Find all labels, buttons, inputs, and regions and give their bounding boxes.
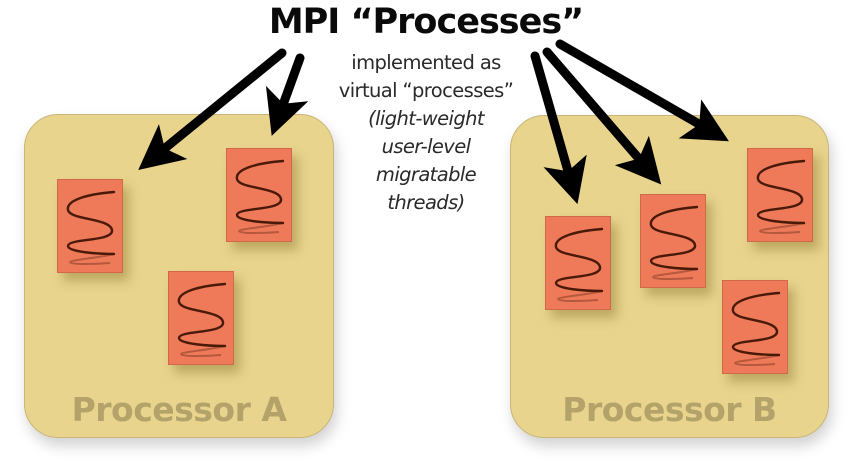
thread-a3 xyxy=(168,271,234,365)
thread-b3 xyxy=(747,148,813,242)
thread-a1 xyxy=(57,179,123,273)
subtitle-line: threads) xyxy=(387,191,465,214)
thread-b1 xyxy=(545,216,611,310)
subtitle-line: (light-weight xyxy=(368,107,484,130)
subtitle: implemented as virtual “processes” (ligh… xyxy=(326,49,526,217)
spring-coil-icon xyxy=(66,190,116,265)
spring-coil-icon xyxy=(177,282,227,357)
spring-coil-icon xyxy=(235,159,285,234)
subtitle-line: user-level xyxy=(381,135,471,158)
subtitle-line: migratable xyxy=(375,163,477,186)
thread-b2 xyxy=(640,194,706,288)
spring-coil-icon xyxy=(756,159,806,234)
thread-a2 xyxy=(226,148,292,242)
spring-coil-icon xyxy=(649,205,699,280)
diagram-title: MPI “Processes” xyxy=(268,2,584,42)
subtitle-line: implemented as xyxy=(351,51,501,74)
spring-coil-icon xyxy=(731,291,781,366)
processor-b-label: Processor B xyxy=(562,390,777,429)
spring-coil-icon xyxy=(554,227,604,302)
subtitle-line: virtual “processes” xyxy=(338,79,514,102)
processor-a-label: Processor A xyxy=(71,390,287,429)
thread-b4 xyxy=(722,280,788,374)
